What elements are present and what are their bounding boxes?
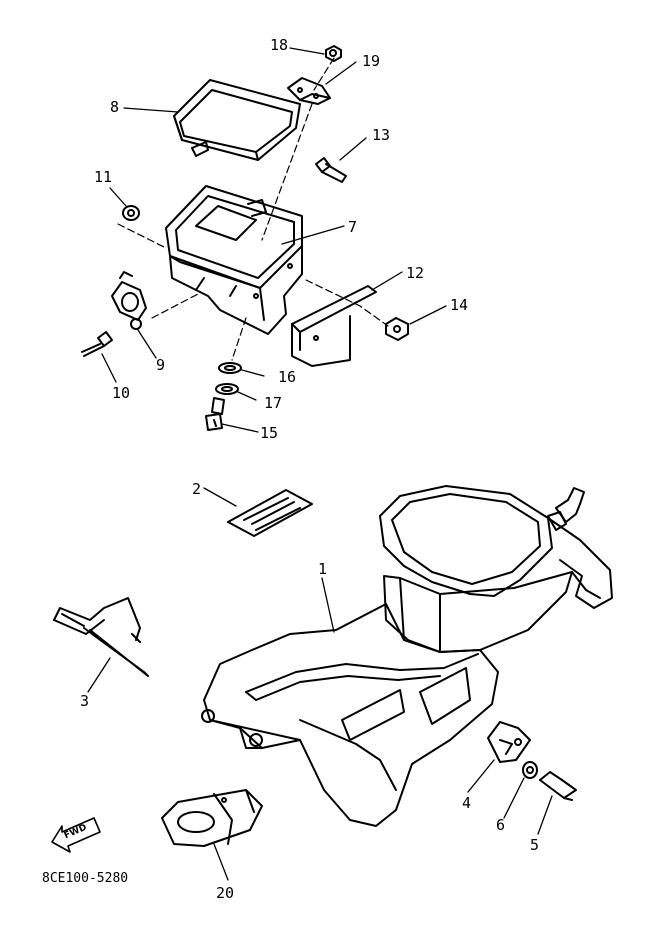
part-19-bracket [287, 77, 331, 105]
part-13-bolt [315, 157, 347, 183]
callout-19: 19 [362, 52, 381, 70]
callout-14: 14 [450, 296, 469, 314]
leader-12 [371, 271, 403, 291]
fwd-arrow [51, 817, 101, 853]
leader-20 [213, 843, 229, 881]
callout-15: 15 [260, 424, 279, 442]
callout-4: 4 [462, 794, 472, 812]
catalog-code: 8CE100-5280 [42, 871, 129, 886]
part-11-grommet [122, 205, 140, 221]
callout-18: 18 [270, 36, 289, 54]
part-8-battery-cover [173, 79, 301, 161]
leader-2 [203, 487, 237, 507]
part-3-strap [53, 597, 149, 677]
leader-1 [321, 577, 335, 633]
callout-3: 3 [80, 692, 90, 710]
part-6-washer [522, 761, 538, 779]
leader-7 [281, 225, 345, 245]
leader-10 [101, 353, 117, 383]
callout-2: 2 [192, 480, 202, 498]
part-20-band [161, 789, 263, 847]
part-9-gasket [111, 271, 147, 330]
part-18-nut [325, 45, 342, 62]
leader-19 [325, 61, 357, 85]
leader-13 [339, 137, 367, 161]
callout-6: 6 [496, 816, 506, 834]
part-17-washer [215, 383, 239, 395]
part-12-stay [291, 285, 377, 367]
callout-9: 9 [156, 356, 166, 374]
leader-15 [221, 423, 259, 433]
part-1-frame [201, 485, 613, 827]
leader-4 [467, 759, 495, 793]
callout-1: 1 [318, 560, 328, 578]
part-2-label [227, 489, 313, 537]
callout-5: 5 [530, 836, 540, 854]
leader-14 [409, 305, 447, 325]
part-15-bolt [205, 397, 225, 431]
callout-12: 12 [406, 264, 425, 282]
callout-10: 10 [112, 384, 131, 402]
leader-9 [137, 329, 157, 359]
leader-11 [109, 187, 127, 207]
callout-20: 20 [216, 884, 235, 902]
part-10-screw [81, 331, 113, 357]
part-5-bolt [539, 771, 577, 801]
part-4-bracket [487, 721, 531, 763]
callout-16: 16 [278, 368, 297, 386]
part-7-battery-box [165, 185, 303, 335]
part-16-washer [218, 362, 242, 374]
assembly-dash-lines [117, 57, 389, 361]
leader-16 [241, 369, 265, 377]
leader-3 [87, 657, 111, 693]
callout-7: 7 [348, 218, 358, 236]
leader-lines [87, 47, 553, 881]
callout-13: 13 [372, 126, 391, 144]
leader-18 [289, 47, 325, 55]
leader-8 [123, 107, 179, 113]
callout-17: 17 [264, 394, 283, 412]
leader-5 [537, 795, 553, 835]
leader-6 [503, 777, 525, 819]
callout-8: 8 [110, 98, 120, 116]
callout-11: 11 [94, 168, 113, 186]
leader-17 [237, 391, 257, 401]
part-14-nut [385, 317, 409, 341]
